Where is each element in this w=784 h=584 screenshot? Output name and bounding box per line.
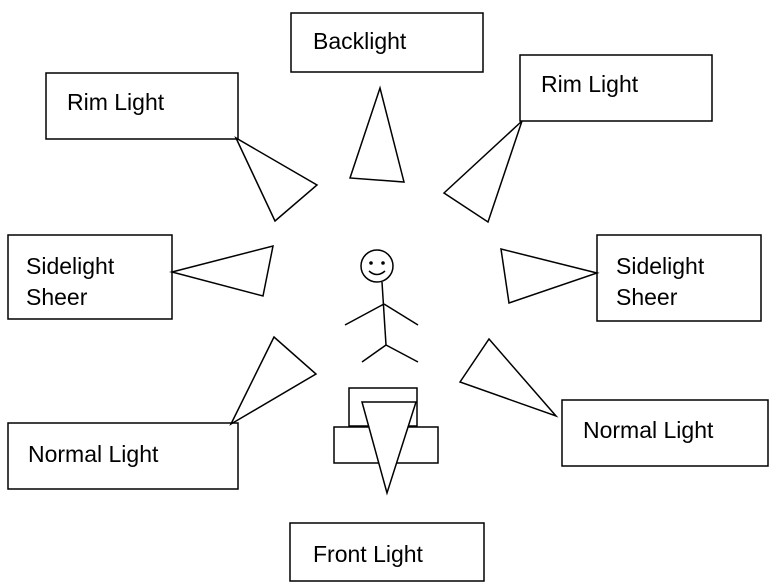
sidelight-right-label-line1: Sidelight (616, 253, 705, 279)
subject-right-leg (385, 344, 419, 363)
subject-left-arm (344, 303, 385, 326)
sidelight-left-label-line2: Sheer (26, 284, 88, 310)
rim-light-left-label: Rim Light (67, 89, 165, 115)
sidelight-left-box (7, 234, 173, 320)
subject-right-eye (381, 261, 385, 265)
sidelight-right-lamp-icon (500, 248, 600, 305)
subject-left-leg (361, 344, 387, 363)
normal-light-right-group: Normal Light (458, 337, 769, 467)
subject-head (360, 249, 394, 283)
rim-light-left-box (45, 72, 239, 140)
sidelight-right-group: Sidelight Sheer (500, 234, 762, 322)
normal-light-left-label: Normal Light (28, 441, 159, 467)
backlight-box (290, 12, 484, 73)
backlight-lamp-icon (348, 85, 405, 183)
rim-light-left-group: Rim Light (45, 72, 319, 223)
normal-light-right-lamp-icon (458, 337, 559, 418)
front-light-lamp-icon (361, 401, 418, 496)
subject-left-eye (369, 261, 373, 265)
sidelight-left-label-line1: Sidelight (26, 253, 115, 279)
normal-light-left-lamp-icon (229, 335, 318, 426)
rim-light-right-lamp-icon (442, 120, 523, 224)
front-light-label: Front Light (313, 541, 424, 567)
subject-right-arm (383, 303, 419, 326)
sidelight-left-lamp-icon (169, 244, 274, 297)
rim-light-right-box (519, 54, 713, 122)
normal-light-right-label: Normal Light (583, 417, 714, 443)
rim-light-right-group: Rim Light (442, 54, 713, 224)
rim-light-left-lamp-icon (234, 136, 319, 223)
rim-light-right-label: Rim Light (541, 71, 639, 97)
normal-light-right-box (561, 399, 769, 467)
sidelight-right-label-line2: Sheer (616, 284, 678, 310)
backlight-group: Backlight (290, 12, 484, 183)
backlight-label: Backlight (313, 28, 407, 54)
normal-light-left-group: Normal Light (7, 335, 318, 490)
subject-smile (368, 270, 386, 276)
front-light-box (289, 522, 485, 582)
sidelight-left-group: Sidelight Sheer (7, 234, 274, 320)
normal-light-left-box (7, 422, 239, 490)
front-light-group: Front Light (289, 522, 485, 582)
sidelight-right-box (596, 234, 762, 322)
subject-stick-figure-icon (344, 249, 419, 363)
camera-icon (333, 387, 439, 496)
subject-body (381, 281, 387, 346)
